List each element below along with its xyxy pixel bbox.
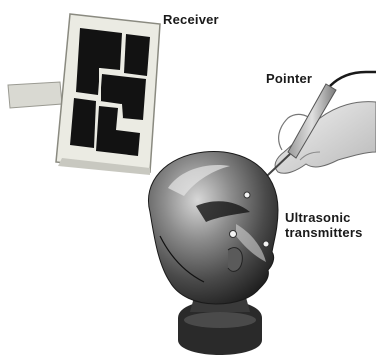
mannequin-head (148, 152, 278, 304)
receiver-label: Receiver (163, 12, 219, 27)
transmitters-label: Ultrasonic transmitters (285, 210, 373, 240)
receiver-panel (56, 14, 160, 175)
hand (275, 102, 376, 174)
transmitters-label-line1: Ultrasonic (285, 210, 373, 225)
receiver-arm (8, 82, 62, 108)
transmitters-label-line2: transmitters (285, 225, 373, 240)
pointer-cable (330, 72, 376, 86)
pointer-label: Pointer (266, 71, 312, 86)
receiver-transducers (70, 28, 150, 156)
